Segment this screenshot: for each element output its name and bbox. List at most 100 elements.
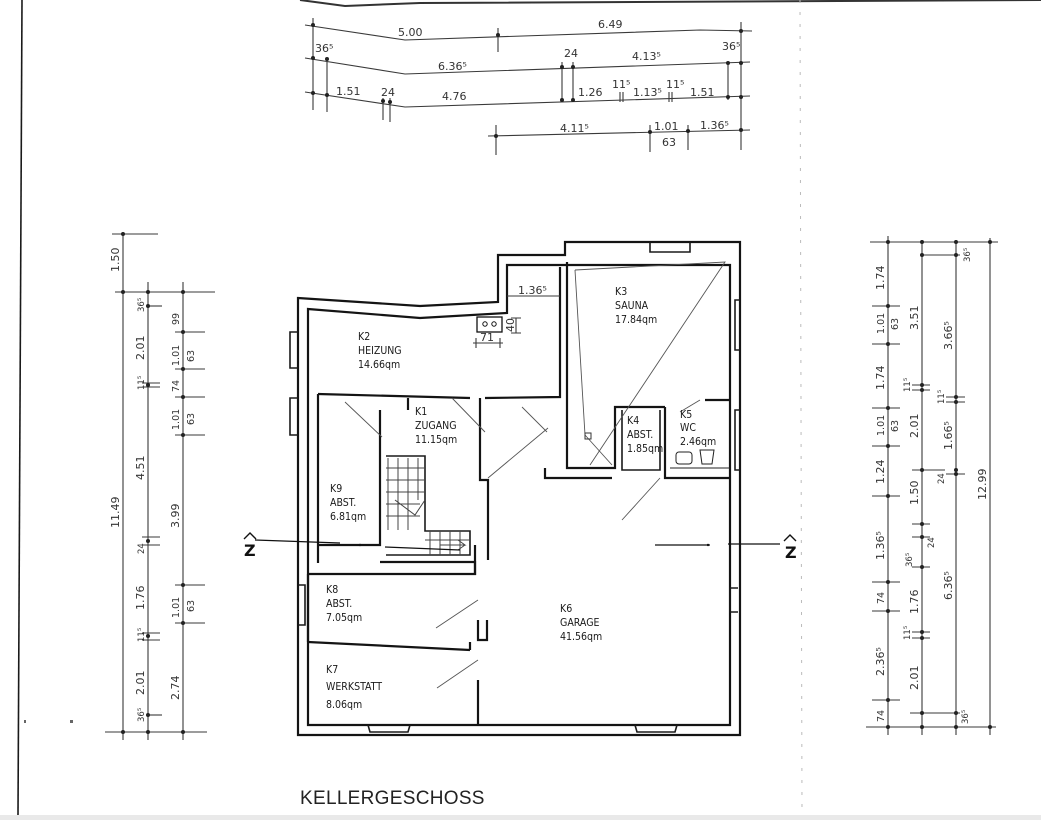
svg-text:GARAGE: GARAGE bbox=[560, 617, 600, 629]
svg-text:SAUNA: SAUNA bbox=[615, 300, 649, 312]
svg-text:7.05qm: 7.05qm bbox=[326, 612, 362, 624]
svg-text:3.51: 3.51 bbox=[908, 306, 921, 331]
svg-text:11⁵: 11⁵ bbox=[937, 390, 947, 404]
svg-text:24: 24 bbox=[381, 86, 395, 99]
svg-text:63: 63 bbox=[890, 318, 901, 330]
svg-text:4.76: 4.76 bbox=[442, 90, 467, 103]
svg-text:36⁵: 36⁵ bbox=[722, 40, 740, 53]
svg-text:36⁵: 36⁵ bbox=[137, 298, 147, 312]
svg-text:2.74: 2.74 bbox=[169, 676, 182, 701]
svg-text:K5: K5 bbox=[680, 409, 692, 421]
svg-text:K3: K3 bbox=[615, 286, 627, 298]
svg-text:4.51: 4.51 bbox=[134, 456, 147, 481]
svg-text:6.81qm: 6.81qm bbox=[330, 511, 366, 523]
svg-text:WERKSTATT: WERKSTATT bbox=[326, 681, 382, 693]
dim-top-5-00: 5.00 bbox=[398, 26, 423, 39]
svg-text:1.01: 1.01 bbox=[171, 409, 182, 430]
boiler-symbol: 71 40 1.36⁵ bbox=[473, 284, 560, 348]
room-k6: K6 GARAGE 41.56qm bbox=[560, 603, 602, 643]
svg-text:1.76: 1.76 bbox=[134, 586, 147, 611]
svg-text:1.51: 1.51 bbox=[690, 86, 715, 99]
svg-text:1.36⁵: 1.36⁵ bbox=[874, 531, 887, 560]
svg-text:99: 99 bbox=[171, 313, 182, 325]
svg-text:ABST.: ABST. bbox=[326, 598, 352, 610]
svg-text:63: 63 bbox=[186, 600, 197, 612]
svg-text:14.66qm: 14.66qm bbox=[358, 359, 400, 371]
svg-text:2.01: 2.01 bbox=[134, 336, 147, 361]
section-line: Z Z bbox=[243, 532, 797, 562]
svg-text:17.84qm: 17.84qm bbox=[615, 314, 657, 326]
room-k7: K7 WERKSTATT 8.06qm bbox=[326, 664, 382, 711]
svg-text:71: 71 bbox=[480, 331, 494, 344]
room-labels: K2 HEIZUNG 14.66qm K1 ZUGANG 11.15qm K3 … bbox=[326, 286, 716, 711]
svg-text:2.01: 2.01 bbox=[134, 671, 147, 696]
svg-text:K9: K9 bbox=[330, 483, 342, 495]
svg-text:36⁵: 36⁵ bbox=[905, 553, 915, 567]
left-dimension-chains: 1.50 11.49 36⁵ 2.01 11⁵ 4.51 24 1.76 11⁵… bbox=[105, 232, 215, 740]
room-walls bbox=[306, 262, 730, 725]
top-dimension-chains: 5.00 6.49 36⁵ 6.36⁵ 24 4.13⁵ 36⁵ 1.51 24… bbox=[304, 18, 753, 155]
svg-text:1.01: 1.01 bbox=[876, 313, 887, 334]
svg-text:24: 24 bbox=[927, 537, 937, 548]
staircase bbox=[386, 458, 470, 555]
svg-text:11⁵: 11⁵ bbox=[137, 628, 147, 642]
svg-text:K6: K6 bbox=[560, 603, 572, 615]
svg-text:3.99: 3.99 bbox=[169, 504, 182, 529]
svg-text:ABST.: ABST. bbox=[330, 497, 356, 509]
svg-text:24: 24 bbox=[137, 543, 147, 554]
svg-text:1.01: 1.01 bbox=[171, 597, 182, 618]
svg-text:74: 74 bbox=[876, 710, 887, 722]
svg-text:1.74: 1.74 bbox=[874, 366, 887, 391]
svg-text:2.01: 2.01 bbox=[908, 414, 921, 439]
door-swings bbox=[344, 261, 726, 689]
svg-text:6.36⁵: 6.36⁵ bbox=[438, 60, 467, 73]
svg-text:11⁵: 11⁵ bbox=[903, 626, 913, 640]
svg-text:1.36⁵: 1.36⁵ bbox=[700, 119, 729, 132]
svg-text:ABST.: ABST. bbox=[627, 429, 653, 441]
svg-text:11⁵: 11⁵ bbox=[612, 78, 630, 91]
svg-text:2.36⁵: 2.36⁵ bbox=[874, 647, 887, 676]
svg-text:40: 40 bbox=[504, 318, 517, 332]
svg-text:1.51: 1.51 bbox=[336, 85, 361, 98]
svg-text:1.76: 1.76 bbox=[908, 590, 921, 615]
svg-text:K1: K1 bbox=[415, 406, 427, 418]
svg-text:11.15qm: 11.15qm bbox=[415, 434, 457, 446]
svg-text:63: 63 bbox=[186, 350, 197, 362]
svg-text:24: 24 bbox=[564, 47, 578, 60]
room-k5: K5 WC 2.46qm bbox=[680, 409, 716, 448]
room-k9: K9 ABST. 6.81qm bbox=[330, 483, 366, 523]
svg-text:1.24: 1.24 bbox=[874, 460, 887, 485]
svg-text:HEIZUNG: HEIZUNG bbox=[358, 345, 402, 357]
dim-top-6-49: 6.49 bbox=[598, 18, 623, 31]
svg-text:11.49: 11.49 bbox=[109, 497, 122, 529]
svg-text:1.50: 1.50 bbox=[908, 481, 921, 506]
building-outline bbox=[289, 240, 742, 737]
svg-text:63: 63 bbox=[890, 420, 901, 432]
svg-text:63: 63 bbox=[662, 136, 676, 149]
room-k4: K4 ABST. 1.85qm bbox=[627, 415, 663, 455]
svg-text:1.66⁵: 1.66⁵ bbox=[942, 421, 955, 450]
svg-text:1.01: 1.01 bbox=[171, 345, 182, 366]
svg-text:11⁵: 11⁵ bbox=[666, 78, 684, 91]
svg-text:4.11⁵: 4.11⁵ bbox=[560, 122, 589, 135]
section-marker-right: Z bbox=[785, 543, 797, 562]
svg-text:1.74: 1.74 bbox=[874, 266, 887, 291]
svg-text:K4: K4 bbox=[627, 415, 639, 427]
svg-text:8.06qm: 8.06qm bbox=[326, 699, 362, 711]
room-k8: K8 ABST. 7.05qm bbox=[326, 584, 362, 624]
svg-text:ZUGANG: ZUGANG bbox=[415, 420, 457, 432]
svg-text:1.13⁵: 1.13⁵ bbox=[633, 86, 662, 99]
svg-text:WC: WC bbox=[680, 422, 696, 434]
svg-text:2.46qm: 2.46qm bbox=[680, 436, 716, 448]
svg-text:63: 63 bbox=[186, 413, 197, 425]
svg-text:36⁵: 36⁵ bbox=[961, 710, 971, 724]
svg-text:1.26: 1.26 bbox=[578, 86, 603, 99]
svg-text:12.99: 12.99 bbox=[976, 469, 989, 501]
svg-text:6.36⁵: 6.36⁵ bbox=[942, 571, 955, 600]
svg-text:4.13⁵: 4.13⁵ bbox=[632, 50, 661, 63]
svg-text:K8: K8 bbox=[326, 584, 338, 596]
section-marker-left: Z bbox=[244, 541, 256, 560]
svg-text:74: 74 bbox=[171, 380, 182, 392]
svg-text:41.56qm: 41.56qm bbox=[560, 631, 602, 643]
